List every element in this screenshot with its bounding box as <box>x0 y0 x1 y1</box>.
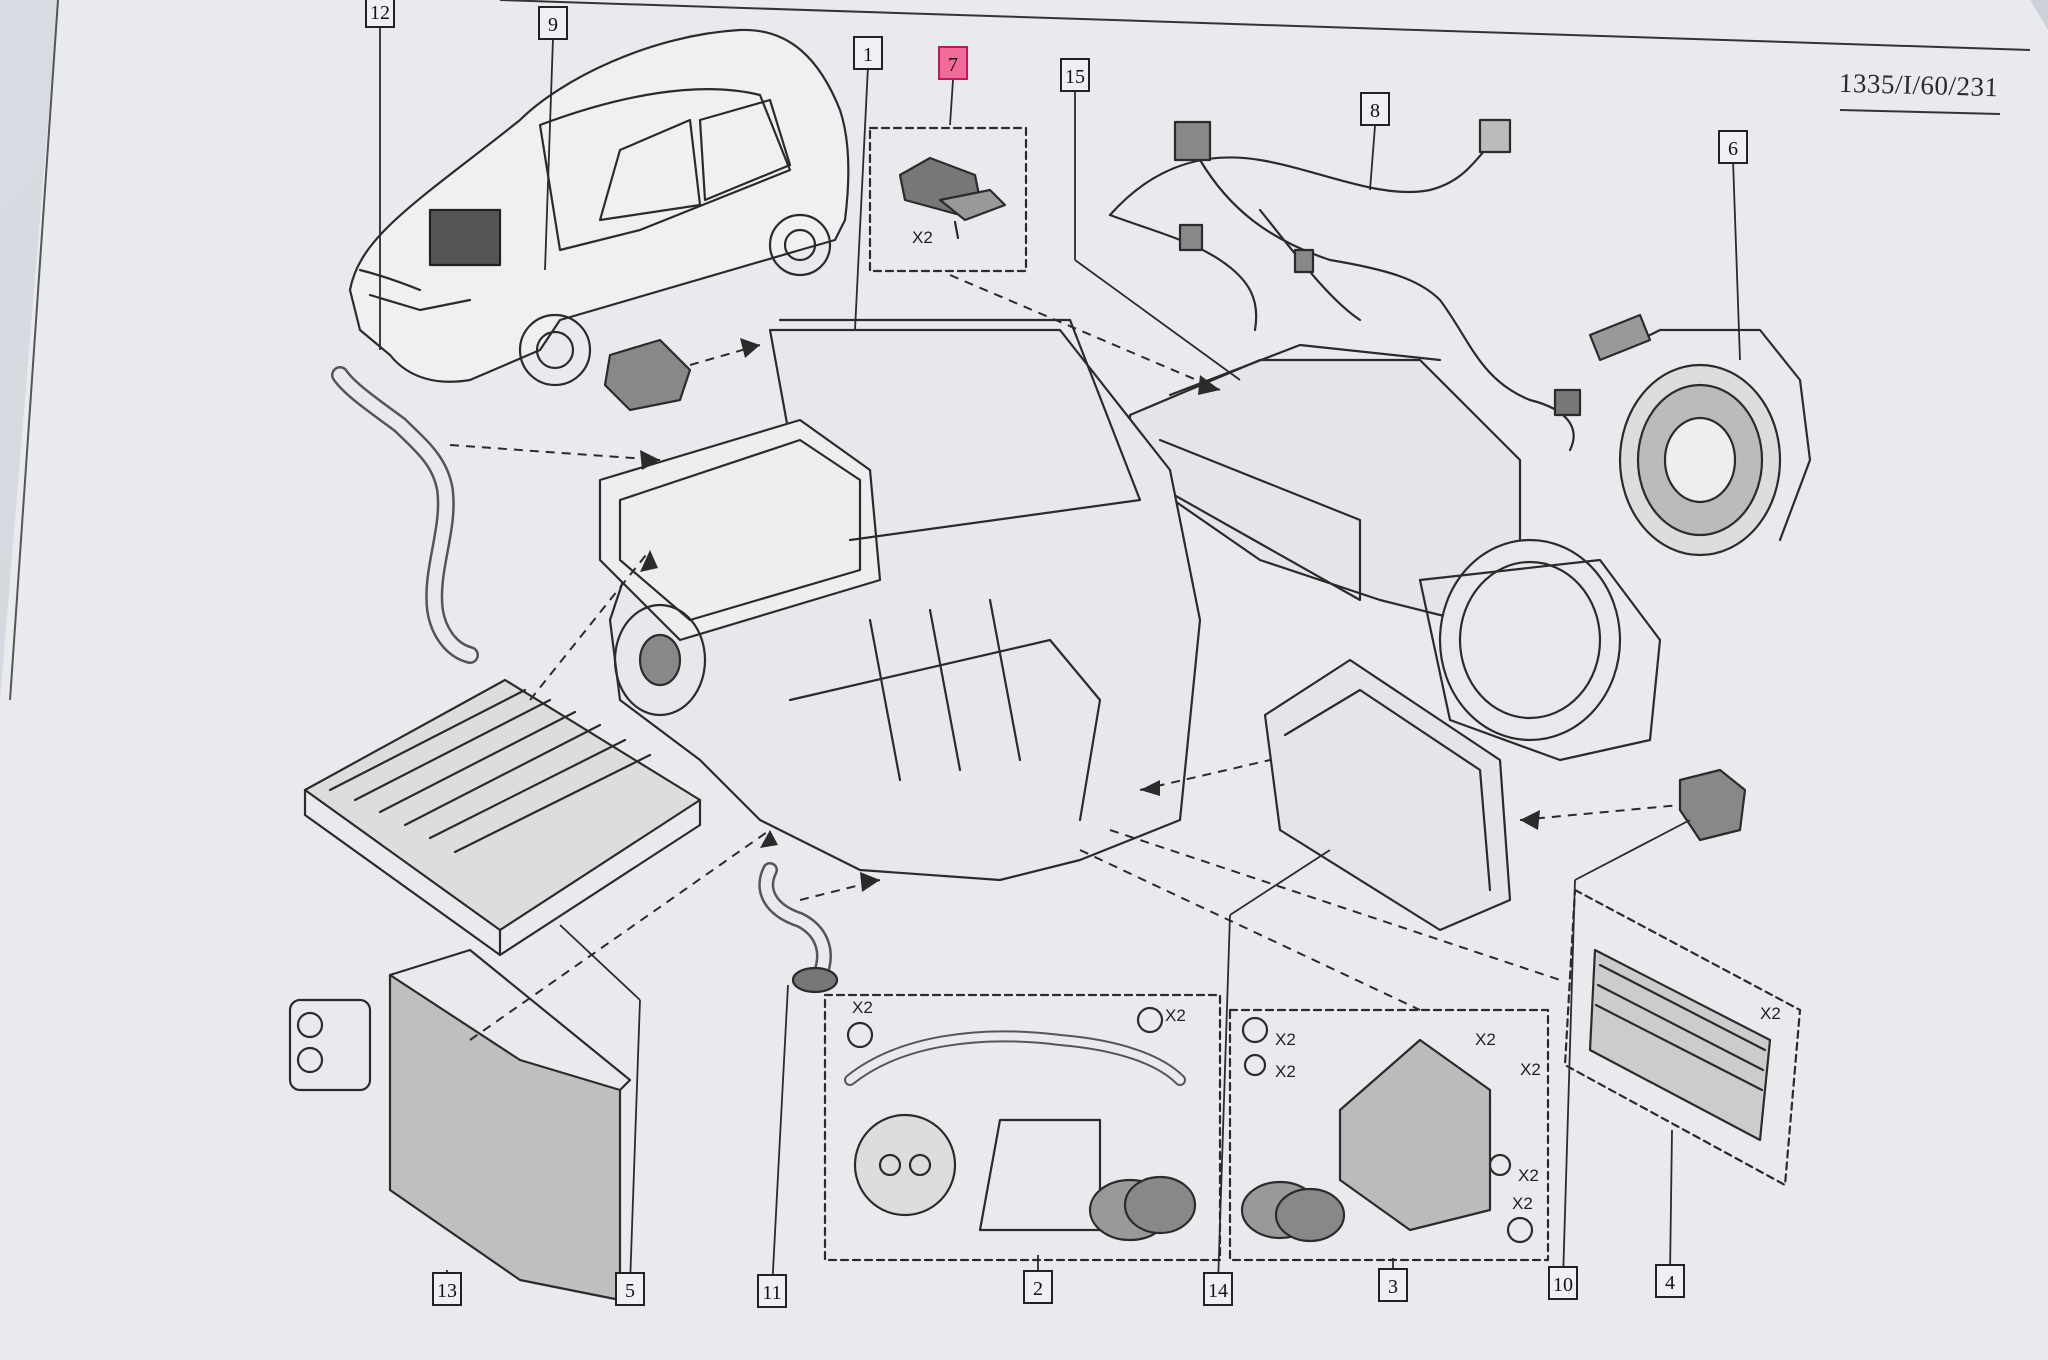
wiring-harness <box>1108 118 1582 452</box>
leader-9-dashed <box>689 344 761 366</box>
qty-mark: X2 <box>1512 1194 1533 1213</box>
qty-mark: X2 <box>912 228 933 247</box>
item3-kit-box <box>1228 1008 1550 1262</box>
blower-motor-fan <box>1588 313 1812 557</box>
callout-14: 14 <box>1203 1272 1233 1306</box>
callout-8: 8 <box>1360 92 1390 126</box>
filter-housing <box>1263 658 1512 932</box>
sheet-top-rule <box>499 0 2031 51</box>
leader-14-dashed <box>1139 759 1271 791</box>
leader-5-dashed <box>529 549 651 701</box>
qty-mark: X2 <box>1275 1062 1296 1081</box>
qty-mark: X2 <box>1518 1166 1539 1185</box>
qty-mark: X2 <box>1275 1030 1296 1049</box>
cabin-filter <box>303 678 702 957</box>
qty-mark: X2 <box>1520 1060 1541 1079</box>
callout-4: 4 <box>1655 1264 1685 1298</box>
callout-2: 2 <box>1023 1270 1053 1304</box>
arrow-head <box>640 450 660 470</box>
callout-10: 10 <box>1548 1266 1578 1300</box>
callout-11: 11 <box>757 1274 787 1308</box>
callout-15: 15 <box>1060 58 1090 92</box>
leader-12-dashed <box>449 444 661 461</box>
leader-7-dashed <box>949 274 1221 391</box>
arrow-head <box>1520 810 1540 830</box>
item7-group-box <box>868 126 1028 273</box>
qty-mark: X2 <box>852 998 873 1017</box>
item2-kit-parts <box>844 1006 1197 1242</box>
qty-mark: X2 <box>1475 1030 1496 1049</box>
arrow-head <box>860 872 880 892</box>
arrow-head <box>1140 780 1160 796</box>
callout-9: 9 <box>538 6 568 40</box>
callout-5: 5 <box>615 1272 645 1306</box>
auxiliary-heater <box>1588 948 1772 1142</box>
heater-core <box>1240 1016 1534 1244</box>
sheet-left-margin <box>9 0 59 701</box>
arrow-head <box>640 550 658 572</box>
evaporator-core <box>288 948 632 1302</box>
recirculation-actuator <box>603 338 692 412</box>
callout-7: 7 <box>938 46 968 80</box>
actuator-part <box>1678 768 1747 842</box>
arrow-head <box>760 830 778 848</box>
arrow-head <box>740 338 760 358</box>
reference-code: 1335/I/60/231 <box>1838 67 1999 103</box>
vehicle-outline <box>348 28 850 387</box>
callout-3: 3 <box>1378 1268 1408 1302</box>
qty-mark: X2 <box>1760 1004 1781 1023</box>
arrow-head <box>1198 375 1220 395</box>
heater-hose <box>758 862 839 994</box>
drain-hose <box>331 366 479 664</box>
blower-housing <box>1128 343 1662 762</box>
item4-kit-box <box>1563 888 1802 1187</box>
qty-mark: X2 <box>1165 1006 1186 1025</box>
callout-6: 6 <box>1718 130 1748 164</box>
callout-12: 12 <box>365 0 395 28</box>
item2-kit-box <box>823 993 1222 1262</box>
blower-resistor <box>898 156 1007 240</box>
leader-13-dashed <box>469 829 771 1041</box>
ref-underline <box>1839 109 2001 115</box>
main-hvac-housing <box>598 318 1202 882</box>
callout-1: 1 <box>853 36 883 70</box>
callout-13: 13 <box>432 1272 462 1306</box>
leader-10-dashed <box>1519 804 1681 821</box>
